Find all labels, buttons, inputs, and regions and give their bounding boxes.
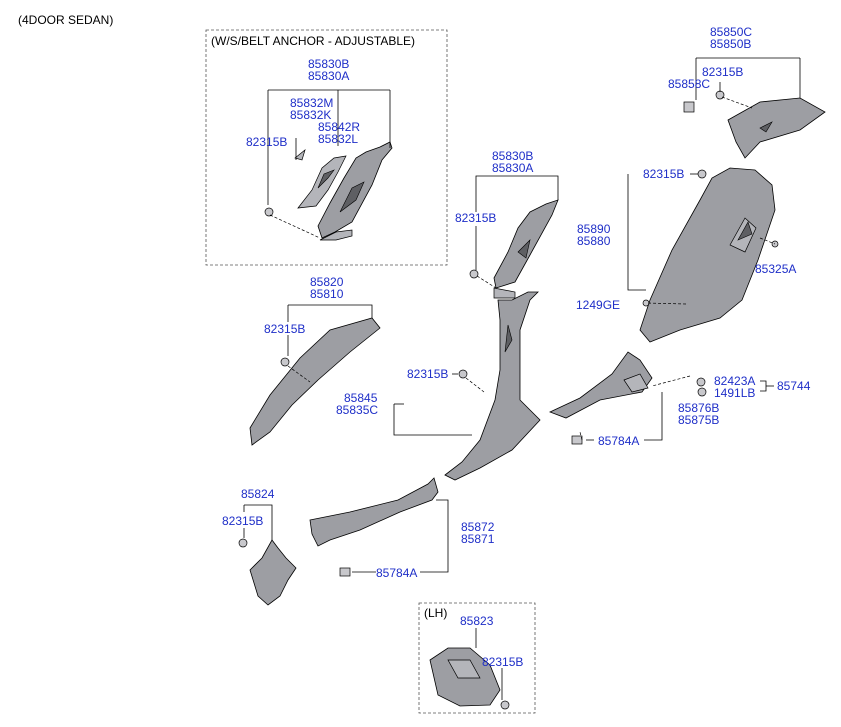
part-number-85876b: 85876B xyxy=(678,401,719,415)
rear-pillar-upper-trim xyxy=(727,97,826,159)
rear-quarter-trim xyxy=(639,167,776,343)
clip-85784a-front xyxy=(339,567,351,577)
part-number-82315b: 82315B xyxy=(222,514,263,528)
part-number-82315b: 82315B xyxy=(407,367,448,381)
part-number-85842r: 85842R xyxy=(318,120,360,134)
diagram-title: (4DOOR SEDAN) xyxy=(18,13,113,27)
part-number-85823: 85823 xyxy=(460,614,494,628)
clip-82315b-front-pillar xyxy=(280,357,290,367)
part-number-85830b: 85830B xyxy=(308,57,349,71)
clip-82315b-upper-rear xyxy=(715,90,725,100)
part-number-85830b: 85830B xyxy=(492,149,533,163)
belt-anchor-option-caption: (W/S/BELT ANCHOR - ADJUSTABLE) xyxy=(211,34,415,48)
clip-82315b-cowl xyxy=(238,538,248,548)
clip-82315b-pillar xyxy=(469,269,479,279)
rear-door-scuff-trim xyxy=(548,351,653,419)
part-number-1249ge: 1249GE xyxy=(576,298,620,312)
part-number-85830a: 85830A xyxy=(308,69,349,83)
center-pillar-upper-trim xyxy=(493,199,559,299)
belt-anchor-option-box xyxy=(205,29,448,266)
part-numbers: 85830B 85830A 85832M 85832K 85842R 85832… xyxy=(222,25,811,669)
lh-option-box xyxy=(418,602,536,714)
belt-anchor-cover xyxy=(297,155,347,209)
part-number-85784a: 85784A xyxy=(376,566,417,580)
part-number-85850c: 85850C xyxy=(710,25,752,39)
part-number-85890: 85890 xyxy=(577,222,611,236)
part-number-85880: 85880 xyxy=(577,234,611,248)
clip-1491lb xyxy=(697,387,707,397)
part-number-85810: 85810 xyxy=(310,287,344,301)
clip-82315b-box xyxy=(264,207,274,217)
part-number-85832k: 85832K xyxy=(290,108,331,122)
part-number-85784a: 85784A xyxy=(598,434,639,448)
part-number-85832m: 85832M xyxy=(290,96,333,110)
part-number-82315b: 82315B xyxy=(455,211,496,225)
front-pillar-trim xyxy=(249,317,381,446)
part-number-82315b: 82315B xyxy=(264,322,305,336)
part-number-82315b: 82315B xyxy=(702,65,743,79)
clip-82315b-lower-pillar xyxy=(458,369,468,379)
lh-option-caption: (LH) xyxy=(424,606,447,620)
lh-kick-panel xyxy=(429,647,501,707)
cowl-side-trim xyxy=(249,539,297,606)
part-number-85325a: 85325A xyxy=(755,262,796,276)
belt-guide-small xyxy=(294,149,306,161)
part-number-82315b: 82315B xyxy=(246,135,287,149)
part-number-85830a: 85830A xyxy=(492,161,533,175)
part-number-85832l: 85832L xyxy=(318,132,358,146)
part-number-85875b: 85875B xyxy=(678,413,719,427)
front-door-scuff-trim xyxy=(309,477,439,547)
leader-lines xyxy=(243,57,801,700)
part-number-82315b: 82315B xyxy=(482,655,523,669)
clip-82423a xyxy=(696,377,706,387)
part-number-82423a: 82423A xyxy=(714,374,755,388)
part-number-85845: 85845 xyxy=(344,391,378,405)
clip-85784a-rear xyxy=(571,435,583,445)
part-number-85820: 85820 xyxy=(310,275,344,289)
part-number-82315b: 82315B xyxy=(643,167,684,181)
part-number-85744: 85744 xyxy=(777,379,811,393)
clip-82315b-lh xyxy=(500,700,510,710)
part-number-85824: 85824 xyxy=(241,487,275,501)
part-number-85835c: 85835C xyxy=(336,403,378,417)
part-number-85872: 85872 xyxy=(461,520,495,534)
part-number-85850b: 85850B xyxy=(710,37,751,51)
part-number-85871: 85871 xyxy=(461,532,495,546)
clip-82315b-quarter xyxy=(697,169,707,179)
center-pillar-lower-trim xyxy=(444,291,541,481)
part-number-85858c: 85858C xyxy=(668,77,710,91)
clip-85858c xyxy=(683,101,695,113)
part-number-1491lb: 1491LB xyxy=(714,386,755,400)
center-pillar-upper-trim-adjustable xyxy=(317,141,393,241)
